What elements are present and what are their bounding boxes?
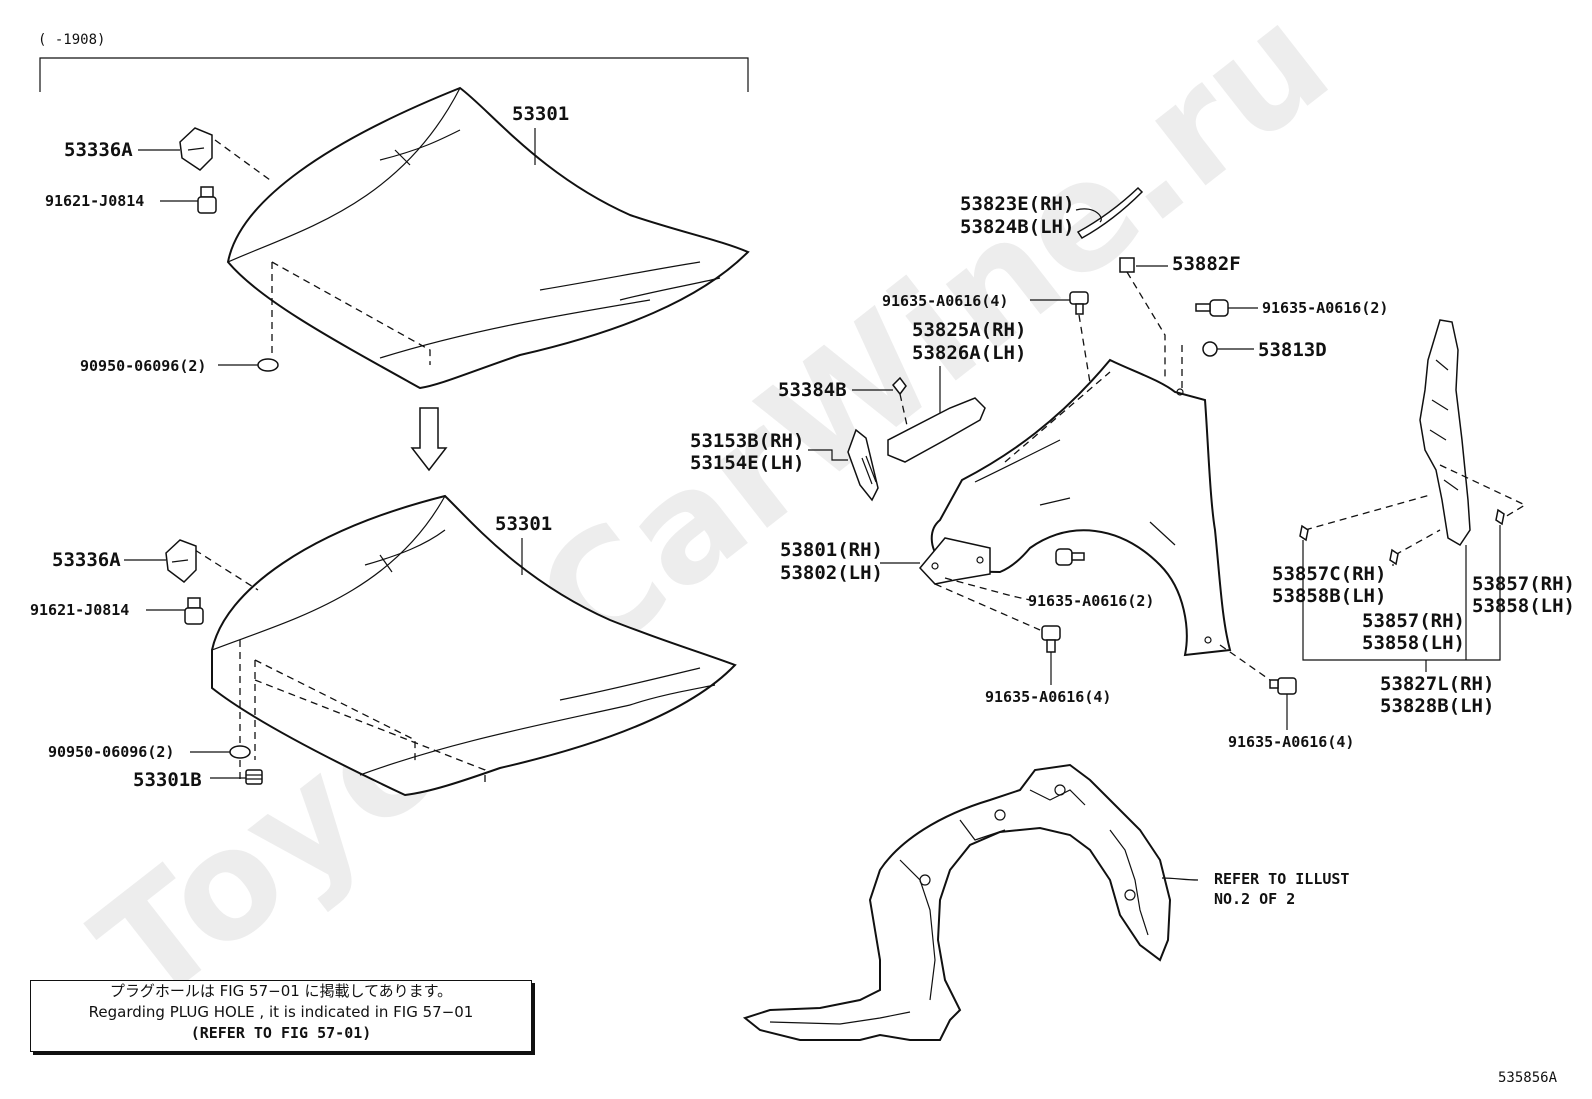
bolt-top-4[interactable] [1069, 291, 1089, 315]
label-fender-rh: 53801(RH) [780, 539, 883, 561]
label-guide-lh: 53154E(LH) [690, 452, 804, 474]
bolt-top-2[interactable] [1195, 299, 1229, 317]
label-bolt-lower: 91621-J0814 [30, 601, 129, 619]
label-hinge-upper: 53336A [64, 139, 133, 161]
seal-dash-3 [1394, 529, 1441, 556]
bolt-rear-dash [1219, 644, 1271, 681]
hood-upper-dash-3 [214, 139, 271, 181]
leader-seal-set [1302, 525, 1501, 661]
nut-53813d[interactable] [1202, 341, 1218, 357]
figure-id: 535856A [1498, 1070, 1558, 1086]
fender-bracket[interactable] [887, 397, 986, 463]
fender-seal-protector[interactable] [1419, 319, 1471, 547]
label-bolt-top-2: 91635-A0616(2) [1262, 299, 1388, 317]
clip-53384b[interactable] [892, 376, 907, 396]
label-bolt-upper: 91621-J0814 [45, 192, 144, 210]
label-hinge-lower: 53336A [52, 549, 121, 571]
plug-lower[interactable] [229, 745, 251, 759]
label-bolt-top-4: 91635-A0616(4) [882, 292, 1008, 310]
label-hood-lower: 53301 [495, 513, 552, 535]
seal-dash-1 [1304, 494, 1431, 531]
label-refer-1: REFER TO ILLUST [1214, 870, 1349, 888]
label-fender-lh: 53802(LH) [780, 562, 883, 584]
bolt-lower[interactable] [184, 597, 204, 625]
label-hood-upper: 53301 [512, 103, 569, 125]
seal-clip-2[interactable] [1389, 548, 1399, 566]
label-clip-384b: 53384B [778, 379, 847, 401]
hood-lower-dash-3 [254, 659, 416, 765]
label-seal-rh-b: 53857(RH) [1472, 573, 1575, 595]
hood-lower-dash-5 [194, 549, 259, 591]
label-seal-c-rh: 53857C(RH) [1272, 563, 1386, 585]
label-set-rh: 53827L(RH) [1380, 673, 1494, 695]
label-seal-lh-b: 53858(LH) [1472, 595, 1575, 617]
range-bracket [39, 57, 749, 92]
seal-clip-3[interactable] [1495, 508, 1505, 526]
label-nut-813d: 53813D [1258, 339, 1327, 361]
seal-clip-1[interactable] [1299, 524, 1309, 542]
label-cushion: 53301B [133, 769, 202, 791]
down-arrow [410, 407, 448, 472]
hood-lower-dash-4 [254, 679, 486, 785]
cushion-53301b[interactable] [245, 769, 263, 785]
label-bracket-lh: 53826A(LH) [912, 342, 1026, 364]
label-plug-upper: 90950-06096(2) [80, 357, 206, 375]
bolt-low-dash [934, 583, 1041, 631]
label-seal-lh: 53824B(LH) [960, 216, 1074, 238]
label-seal-lh-a: 53858(LH) [1362, 632, 1465, 654]
leader-seal [1075, 208, 1102, 223]
hinge-lower[interactable] [165, 539, 197, 583]
label-bolt-mid-2: 91635-A0616(2) [1028, 592, 1154, 610]
label-bolt-low-4: 91635-A0616(4) [985, 688, 1111, 706]
front-fender[interactable] [930, 358, 1232, 657]
label-set-lh: 53828B(LH) [1380, 695, 1494, 717]
clip-53882f[interactable] [1119, 257, 1135, 273]
label-clip-882f: 53882F [1172, 253, 1241, 275]
bolt-rear-4[interactable] [1269, 677, 1297, 695]
bolt-top-dash [1078, 314, 1093, 396]
label-guide-rh: 53153B(RH) [690, 430, 804, 452]
leader-liner [1161, 877, 1199, 881]
note-line-ref: (REFER TO FIG 57-01) [190, 1024, 372, 1042]
note-line-jp: プラグホールは FIG 57−01 に掲載してあります。 [109, 982, 453, 1000]
clip-dash [1126, 271, 1166, 378]
hood-upper[interactable] [226, 86, 750, 390]
fender-liner[interactable] [742, 763, 1172, 1041]
label-seal-b-lh: 53858B(LH) [1272, 585, 1386, 607]
leader-guide [808, 449, 848, 461]
bolt-mid-dash [944, 577, 1031, 601]
label-plug-lower: 90950-06096(2) [48, 743, 174, 761]
plug-upper[interactable] [257, 358, 279, 372]
label-seal-rh: 53823E(RH) [960, 193, 1074, 215]
bolt-mid-2[interactable] [1055, 548, 1085, 566]
hood-guide[interactable] [847, 428, 879, 502]
hood-lower[interactable] [211, 494, 737, 797]
hinge-upper[interactable] [179, 127, 213, 171]
bolt-low-4[interactable] [1041, 625, 1061, 653]
clip-384b-dash [899, 393, 909, 431]
label-bolt-rear-4: 91635-A0616(4) [1228, 733, 1354, 751]
label-bracket-rh: 53825A(RH) [912, 319, 1026, 341]
fender-lower-bracket[interactable] [918, 537, 991, 585]
range-note: ( -1908) [38, 32, 105, 48]
label-refer-2: NO.2 OF 2 [1214, 890, 1295, 908]
note-line-en: Regarding PLUG HOLE , it is indicated in… [88, 1003, 474, 1021]
label-seal-rh-a: 53857(RH) [1362, 610, 1465, 632]
plug-hole-note: プラグホールは FIG 57−01 に掲載してあります。 Regarding P… [30, 980, 532, 1052]
seal-dash-2 [1439, 464, 1527, 521]
hood-upper-dash-2 [271, 261, 431, 365]
fender-seal-strip[interactable] [1076, 186, 1144, 239]
bolt-upper[interactable] [197, 186, 217, 214]
